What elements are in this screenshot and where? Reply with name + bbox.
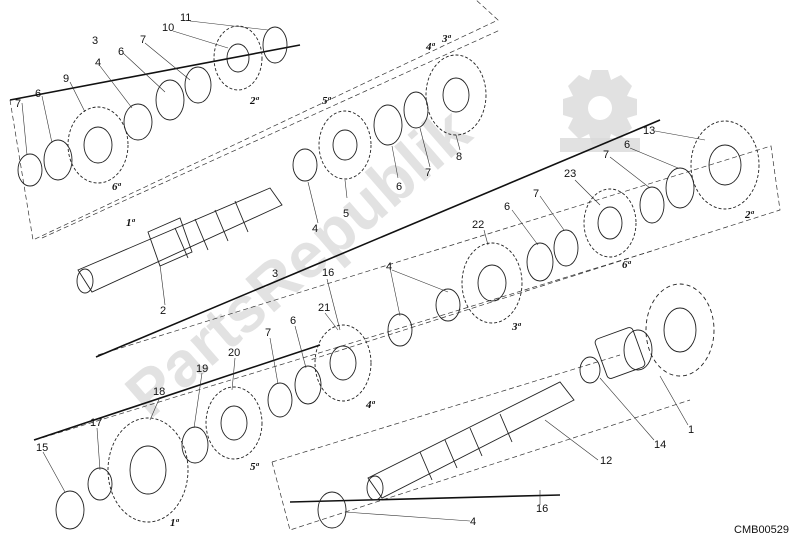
gear-label-2: 2ª bbox=[249, 95, 260, 107]
callout-3: 3 bbox=[272, 268, 278, 280]
gears bbox=[67, 25, 760, 529]
gear-label-3: 3ª bbox=[441, 33, 452, 45]
callout-8: 8 bbox=[456, 151, 462, 163]
gear-label-3: 3ª bbox=[511, 321, 522, 333]
callout-5: 5 bbox=[343, 208, 349, 220]
callout-3: 3 bbox=[92, 35, 98, 47]
callout-10: 10 bbox=[162, 22, 174, 34]
callout-1: 1 bbox=[688, 424, 694, 436]
callout-7: 7 bbox=[15, 98, 21, 110]
callout-9: 9 bbox=[63, 73, 69, 85]
callout-11: 11 bbox=[180, 12, 191, 24]
callout-6: 6 bbox=[35, 88, 41, 100]
callout-4: 4 bbox=[95, 57, 101, 69]
gear-label-4: 4ª bbox=[365, 399, 376, 411]
gear-label-5: 5ª bbox=[250, 461, 260, 473]
callout-6: 6 bbox=[118, 46, 124, 58]
leader-lines bbox=[21, 20, 706, 522]
callout-16: 16 bbox=[322, 267, 334, 279]
gear-labels: 6ª 2ª 5ª 4ª 3ª 1ª 2ª 6ª 3ª 4ª 5ª 1ª bbox=[112, 33, 755, 529]
callout-7: 7 bbox=[265, 327, 271, 339]
callout-7: 7 bbox=[603, 149, 609, 161]
group-frames bbox=[9, 0, 781, 531]
callout-6: 6 bbox=[504, 201, 510, 213]
callout-22: 22 bbox=[472, 219, 484, 231]
callout-4: 4 bbox=[386, 261, 392, 273]
gear-label-1: 1ª bbox=[126, 217, 136, 229]
callout-20: 20 bbox=[228, 347, 240, 359]
gear-label-4: 4ª bbox=[425, 41, 436, 53]
callout-13: 13 bbox=[643, 125, 655, 137]
lower-shaft bbox=[366, 327, 653, 501]
gear-label-6: 6ª bbox=[622, 259, 632, 271]
callout-7: 7 bbox=[533, 188, 539, 200]
callout-7: 7 bbox=[140, 34, 146, 46]
callout-4: 4 bbox=[470, 516, 476, 528]
callout-18: 18 bbox=[153, 386, 165, 398]
callout-7: 7 bbox=[425, 167, 431, 179]
callout-23: 23 bbox=[564, 168, 576, 180]
gear-icon bbox=[560, 70, 640, 152]
callout-21: 21 bbox=[318, 302, 330, 314]
callout-2: 2 bbox=[160, 305, 166, 317]
callout-12: 12 bbox=[600, 455, 612, 467]
callout-14: 14 bbox=[654, 439, 666, 451]
callout-6: 6 bbox=[396, 181, 402, 193]
rule-lines bbox=[9, 44, 661, 503]
gear-label-1: 1ª bbox=[170, 517, 180, 529]
callout-15: 15 bbox=[36, 442, 48, 454]
washers bbox=[17, 26, 695, 530]
diagram-code: CMB00529 bbox=[734, 524, 789, 536]
upper-shaft bbox=[76, 187, 283, 294]
callout-6: 6 bbox=[624, 139, 630, 151]
callout-17: 17 bbox=[90, 417, 102, 429]
gear-label-6: 6ª bbox=[112, 181, 122, 193]
callouts: 3 10 11 7 6 4 9 6 7 4 5 6 7 8 2 3 13 6 7… bbox=[15, 12, 694, 528]
callout-16: 16 bbox=[536, 503, 548, 515]
gear-label-2: 2ª bbox=[744, 209, 755, 221]
callout-4: 4 bbox=[312, 223, 318, 235]
gear-label-5: 5ª bbox=[322, 95, 332, 107]
callout-6: 6 bbox=[290, 315, 296, 327]
callout-19: 19 bbox=[196, 363, 208, 375]
